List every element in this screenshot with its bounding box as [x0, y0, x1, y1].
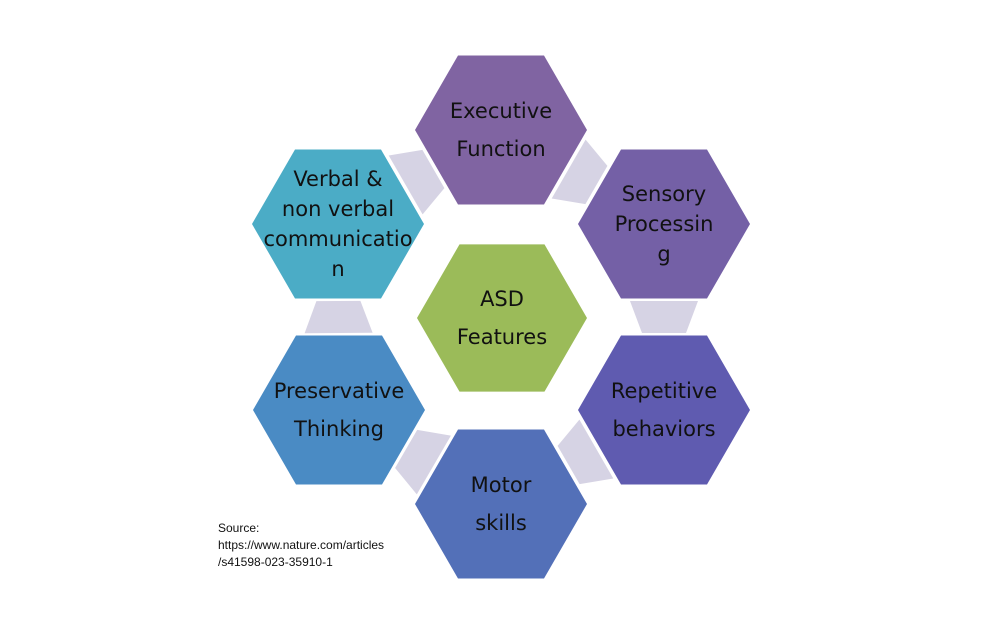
- source-citation: Source: https://www.nature.com/articles …: [218, 520, 384, 571]
- verbal-communication-label-line: non verbal: [282, 197, 394, 221]
- sensory-processing-hexagon: [578, 149, 750, 299]
- verbal-communication-label-line: Verbal &: [293, 167, 382, 191]
- source-url-line-2: /s41598-023-35910-1: [218, 555, 333, 569]
- verbal-communication-label-line: n: [331, 257, 344, 281]
- executive-function-hexagon: [415, 55, 587, 205]
- sensory-processing-label-line: Processin: [615, 212, 714, 236]
- asd-features-label-line: ASD: [480, 287, 524, 311]
- verbal-communication-hexagon: [252, 149, 424, 299]
- repetitive-behaviors-label-line: behaviors: [612, 417, 715, 441]
- verbal-communication-label-line: communicatio: [263, 227, 412, 251]
- motor-skills-label-line: Motor: [471, 473, 532, 497]
- motor-skills-label-line: skills: [475, 511, 527, 535]
- verbal-communication-node: Verbal & non verbal communicatio n: [252, 149, 424, 299]
- preservative-thinking-label-line: Thinking: [293, 417, 384, 441]
- repetitive-behaviors-label-line: Repetitive: [611, 379, 717, 403]
- executive-function-label-line: Executive: [450, 99, 552, 123]
- repetitive-behaviors-hexagon: [578, 335, 750, 485]
- motor-skills-node: Motor skills: [415, 429, 587, 579]
- repetitive-behaviors-node: Repetitive behaviors: [578, 335, 750, 485]
- asd-features-hexagon: [417, 244, 587, 392]
- executive-function-label-line: Function: [456, 137, 545, 161]
- preservative-thinking-hexagon: [253, 335, 425, 485]
- sensory-processing-label-line: Sensory: [622, 182, 706, 206]
- preservative-thinking-label-line: Preservative: [274, 379, 405, 403]
- sensory-processing-label-line: g: [657, 242, 670, 266]
- connector-verbal-communication-to-executive-function: [388, 149, 445, 215]
- connector-sensory-processing-to-repetitive-behaviors: [630, 301, 698, 333]
- source-url-line-1: https://www.nature.com/articles: [218, 538, 385, 552]
- connector-preservative-thinking-to-verbal-communication: [304, 300, 373, 334]
- connector-repetitive-behaviors-to-motor-skills: [557, 419, 614, 485]
- asd-features-label-line: Features: [457, 325, 547, 349]
- connectors: [304, 139, 698, 495]
- motor-skills-hexagon: [415, 429, 587, 579]
- asd-features-node: ASD Features: [417, 244, 587, 392]
- connector-executive-function-to-sensory-processing: [551, 139, 608, 205]
- source-label: Source:: [218, 521, 260, 535]
- connector-motor-skills-to-preservative-thinking: [395, 429, 451, 495]
